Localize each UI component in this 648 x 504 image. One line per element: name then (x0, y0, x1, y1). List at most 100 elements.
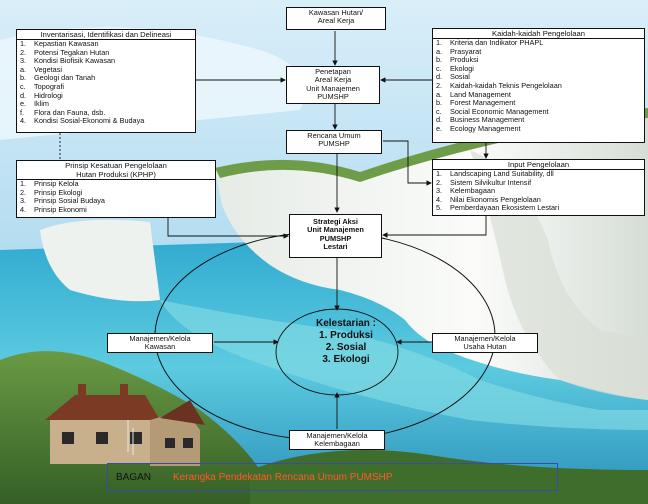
list-item-number: c. (20, 81, 26, 91)
kelestarian-produksi: 1. Produksi (319, 330, 373, 341)
list-item-text: Prinsip Kelola (34, 179, 79, 189)
list-item-text: Hidrologi (34, 90, 63, 100)
list-item-text: Ekologi (450, 63, 474, 73)
list-item: b. Geologi dan Tanah (20, 74, 193, 83)
list-item-text: Landscaping Land Suitability, dll (450, 169, 554, 178)
list-item-number: c. (436, 106, 442, 116)
list-item-number: 3. (20, 56, 27, 66)
list-item: 2.Kaidah-kaidah Teknis Pengelolaan (436, 81, 642, 91)
list-item-text: Social Economic Management (450, 106, 549, 116)
list-item-number: 3. (436, 186, 443, 196)
list-item-text: Forest Management (450, 98, 516, 108)
list-item-number: e. (20, 99, 27, 109)
kelestarian-text: Kelestarian : 1. Produksi 2. Sosial 3. E… (300, 318, 392, 366)
list-item-text: Geologi dan Tanah (34, 73, 96, 83)
rencana-line2: PUMSHP (318, 139, 350, 149)
arrow-input-strategi (382, 215, 487, 238)
fence (127, 420, 134, 455)
list-item-number: 1. (20, 179, 27, 189)
list-item: 4.Nilai Ekonomis Pengelolaan (436, 194, 642, 205)
prinsip-title: Prinsip Kesatuan Pengelolaan Hutan Produ… (17, 161, 215, 181)
list-item-number: b. (436, 98, 443, 108)
inventarisasi-box: Inventarisasi, Identifikasi dan Delineas… (16, 29, 196, 133)
penetapan-line2: Areal Kerja (314, 75, 352, 85)
strategi-line1: Strategi Aksi (313, 217, 358, 226)
penetapan-line3: Unit Manajemen (306, 83, 360, 93)
strategi-line4: Lestari (323, 242, 348, 252)
list-item: b.Produksi (436, 56, 642, 65)
list-item-number: f. (20, 107, 25, 117)
list-item-text: Vegetasi (34, 64, 62, 74)
list-item: c.Ekologi (436, 63, 642, 74)
list-item-number: b. (20, 73, 27, 83)
list-item-number: 4. (20, 204, 27, 214)
list-item: c. Social Economic Management (436, 106, 642, 117)
list-item-text: Land Management (450, 89, 511, 99)
list-item-number: a. (20, 64, 27, 74)
list-item: 3.Kondisi Biofisik Kawasan (20, 57, 193, 66)
list-item: a. Prasyarat (436, 46, 642, 57)
kaidah-box: Kaidah-kaidah Pengelolaan 1.Kriteria dan… (432, 28, 645, 143)
kelestarian-title: Kelestarian : (315, 318, 377, 329)
list-item-text: Flora dan Fauna, dsb. (34, 107, 106, 117)
penetapan-line4: PUMSHP (317, 92, 349, 102)
list-item: 2.Sistem Silvikultur Intensif (436, 177, 642, 188)
list-item-number: 1. (436, 38, 443, 47)
list-item: d.Hidrologi (20, 90, 193, 101)
list-item: f. Flora dan Fauna, dsb. (20, 107, 193, 118)
kawasan-box: Kawasan Hutan/ Areal Kerja (286, 7, 386, 30)
prinsip-title-line2: Hutan Produksi (KPHP) (76, 169, 156, 179)
prinsip-box: Prinsip Kesatuan Pengelolaan Hutan Produ… (16, 160, 216, 218)
list-item-text: Prasyarat (450, 46, 482, 56)
kelestarian-sosial: 2. Sosial (325, 342, 367, 353)
list-item-number: a. (436, 89, 443, 99)
rencana-box: Rencana Umum PUMSHP (286, 130, 382, 154)
caption-label: BAGAN (116, 471, 152, 483)
list-item-number: a. (436, 46, 443, 56)
penetapan-box: Penetapan Areal Kerja Unit Manajemen PUM… (286, 66, 380, 104)
prinsip-title-line1: Prinsip Kesatuan Pengelolaan (65, 161, 167, 170)
kelestarian-ekologi: 3. Ekologi (322, 354, 370, 365)
list-item-text: Topografi (34, 81, 65, 91)
list-item: d. Business Management (436, 116, 642, 125)
list-item: 4.Kondisi Sosial-Ekonomi & Budaya (20, 117, 193, 126)
list-item-text: Pemberdayaan Ekosistem Lestari (450, 203, 560, 213)
list-item-text: Prinsip Ekologi (34, 187, 83, 197)
list-item-number: d. (436, 72, 443, 82)
kaidah-title: Kaidah-kaidah Pengelolaan (433, 29, 644, 39)
list-item-number: 3. (20, 196, 27, 206)
list-item-text: Iklim (34, 99, 49, 109)
list-item-text: Nilai Ekonomis Pengelolaan (450, 194, 541, 204)
list-item-number: b. (436, 55, 443, 65)
list-item-text: Sosial (450, 72, 470, 82)
list-item-text: Business Management (450, 115, 525, 125)
list-item-number: 1. (436, 169, 443, 178)
far-cliff (40, 219, 160, 302)
list-item: 1.Kriteria dan Indikator PHAPL (436, 38, 642, 48)
kelola-usaha-line2: Usaha Hutan (463, 342, 507, 352)
list-item: a. Vegetasi (20, 64, 193, 75)
inventarisasi-title: Inventarisasi, Identifikasi dan Delineas… (17, 30, 195, 40)
list-item-number: 5. (436, 203, 443, 213)
list-item: 2.Prinsip Ekologi (20, 187, 213, 198)
arrow-rencana-input (383, 140, 432, 186)
list-item-text: Kelembagaan (450, 186, 496, 196)
kawasan-line2: Areal Kerja (317, 16, 355, 26)
list-item-number: d. (436, 115, 443, 125)
list-item-text: Kondisi Sosial-Ekonomi & Budaya (34, 116, 145, 126)
list-item: c. Topografi (20, 81, 193, 92)
input-box: Input Pengelolaan 1.Landscaping Land Sui… (432, 159, 645, 216)
list-item-number: 2. (436, 177, 443, 187)
list-item: 2.Potensi Tegakan Hutan (20, 48, 193, 58)
strategi-line2: Unit Manajemen (307, 225, 364, 235)
kelola-lembaga-line2: Kelembagaan (314, 439, 360, 449)
list-item: b. Forest Management (436, 99, 642, 108)
list-item: 3. Kelembagaan (436, 187, 642, 196)
rencana-line1: Rencana Umum (307, 131, 361, 140)
list-item: a. Land Management (436, 89, 642, 100)
strategi-line3: PUMSHP (319, 233, 352, 243)
kawasan-line1: Kawasan Hutan/ (308, 8, 364, 17)
list-item: e. Iklim (20, 100, 193, 109)
list-item: 3.Prinsip Sosial Budaya (20, 197, 213, 206)
